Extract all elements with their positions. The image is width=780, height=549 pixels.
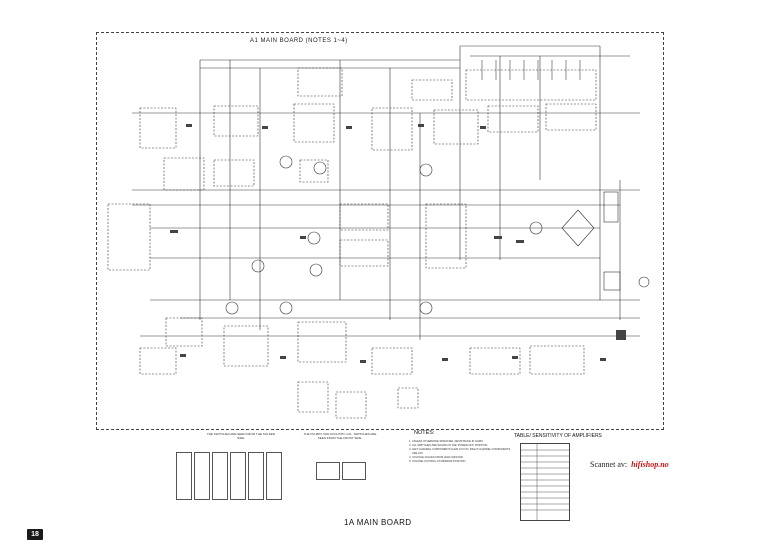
switch-diagram [316, 462, 340, 480]
switch-diagram [212, 452, 228, 500]
scan-label: Scannet av: [590, 460, 628, 469]
switch-caption-left: THE SWITCHES ARE SEEN FROM THE SOLDER SI… [206, 432, 276, 440]
frame-title: A1 MAIN BOARD (NOTES 1~4) [250, 38, 348, 44]
note-item: UNLESS OTHERWISE SPECIFIED, RESISTANCE I… [412, 440, 512, 444]
switch-diagram [342, 462, 366, 480]
notes-title: NOTES: [414, 430, 435, 436]
switch-diagram [194, 452, 210, 500]
scan-site: hifishop.no [631, 460, 669, 469]
switch-diagram [266, 452, 282, 500]
page-number: 18 [27, 529, 43, 540]
notes-list: UNLESS OTHERWISE SPECIFIED, RESISTANCE I… [406, 440, 512, 464]
note-item: ALL SWITCHES ARE SHOWN IN THE 'POWER OFF… [412, 444, 512, 448]
switch-diagram [230, 452, 246, 500]
switch-diagram [176, 452, 192, 500]
note-item: LEFT CHANNEL COMPONENTS HAVE 1XX NO. RIG… [412, 448, 512, 456]
note-item: VOLUME CONTROL AT MINIMUM POSITION [412, 460, 512, 464]
sensitivity-table [520, 443, 570, 521]
scan-watermark: Scannet av: hifishop.no [590, 460, 669, 469]
note-item: VOLTAGE VALUES FROM LEAD GROUND [412, 456, 512, 460]
board-frame [96, 32, 664, 430]
switch-caption-right: THE FM-MPX AND ACOUSTIC CAL. SWITCHES AR… [303, 432, 377, 440]
switch-diagram [248, 452, 264, 500]
board-title: 1A MAIN BOARD [344, 518, 412, 527]
sensitivity-table-title: TABLE/ SENSITIVITY OF AMPLIFIERS [514, 433, 602, 439]
